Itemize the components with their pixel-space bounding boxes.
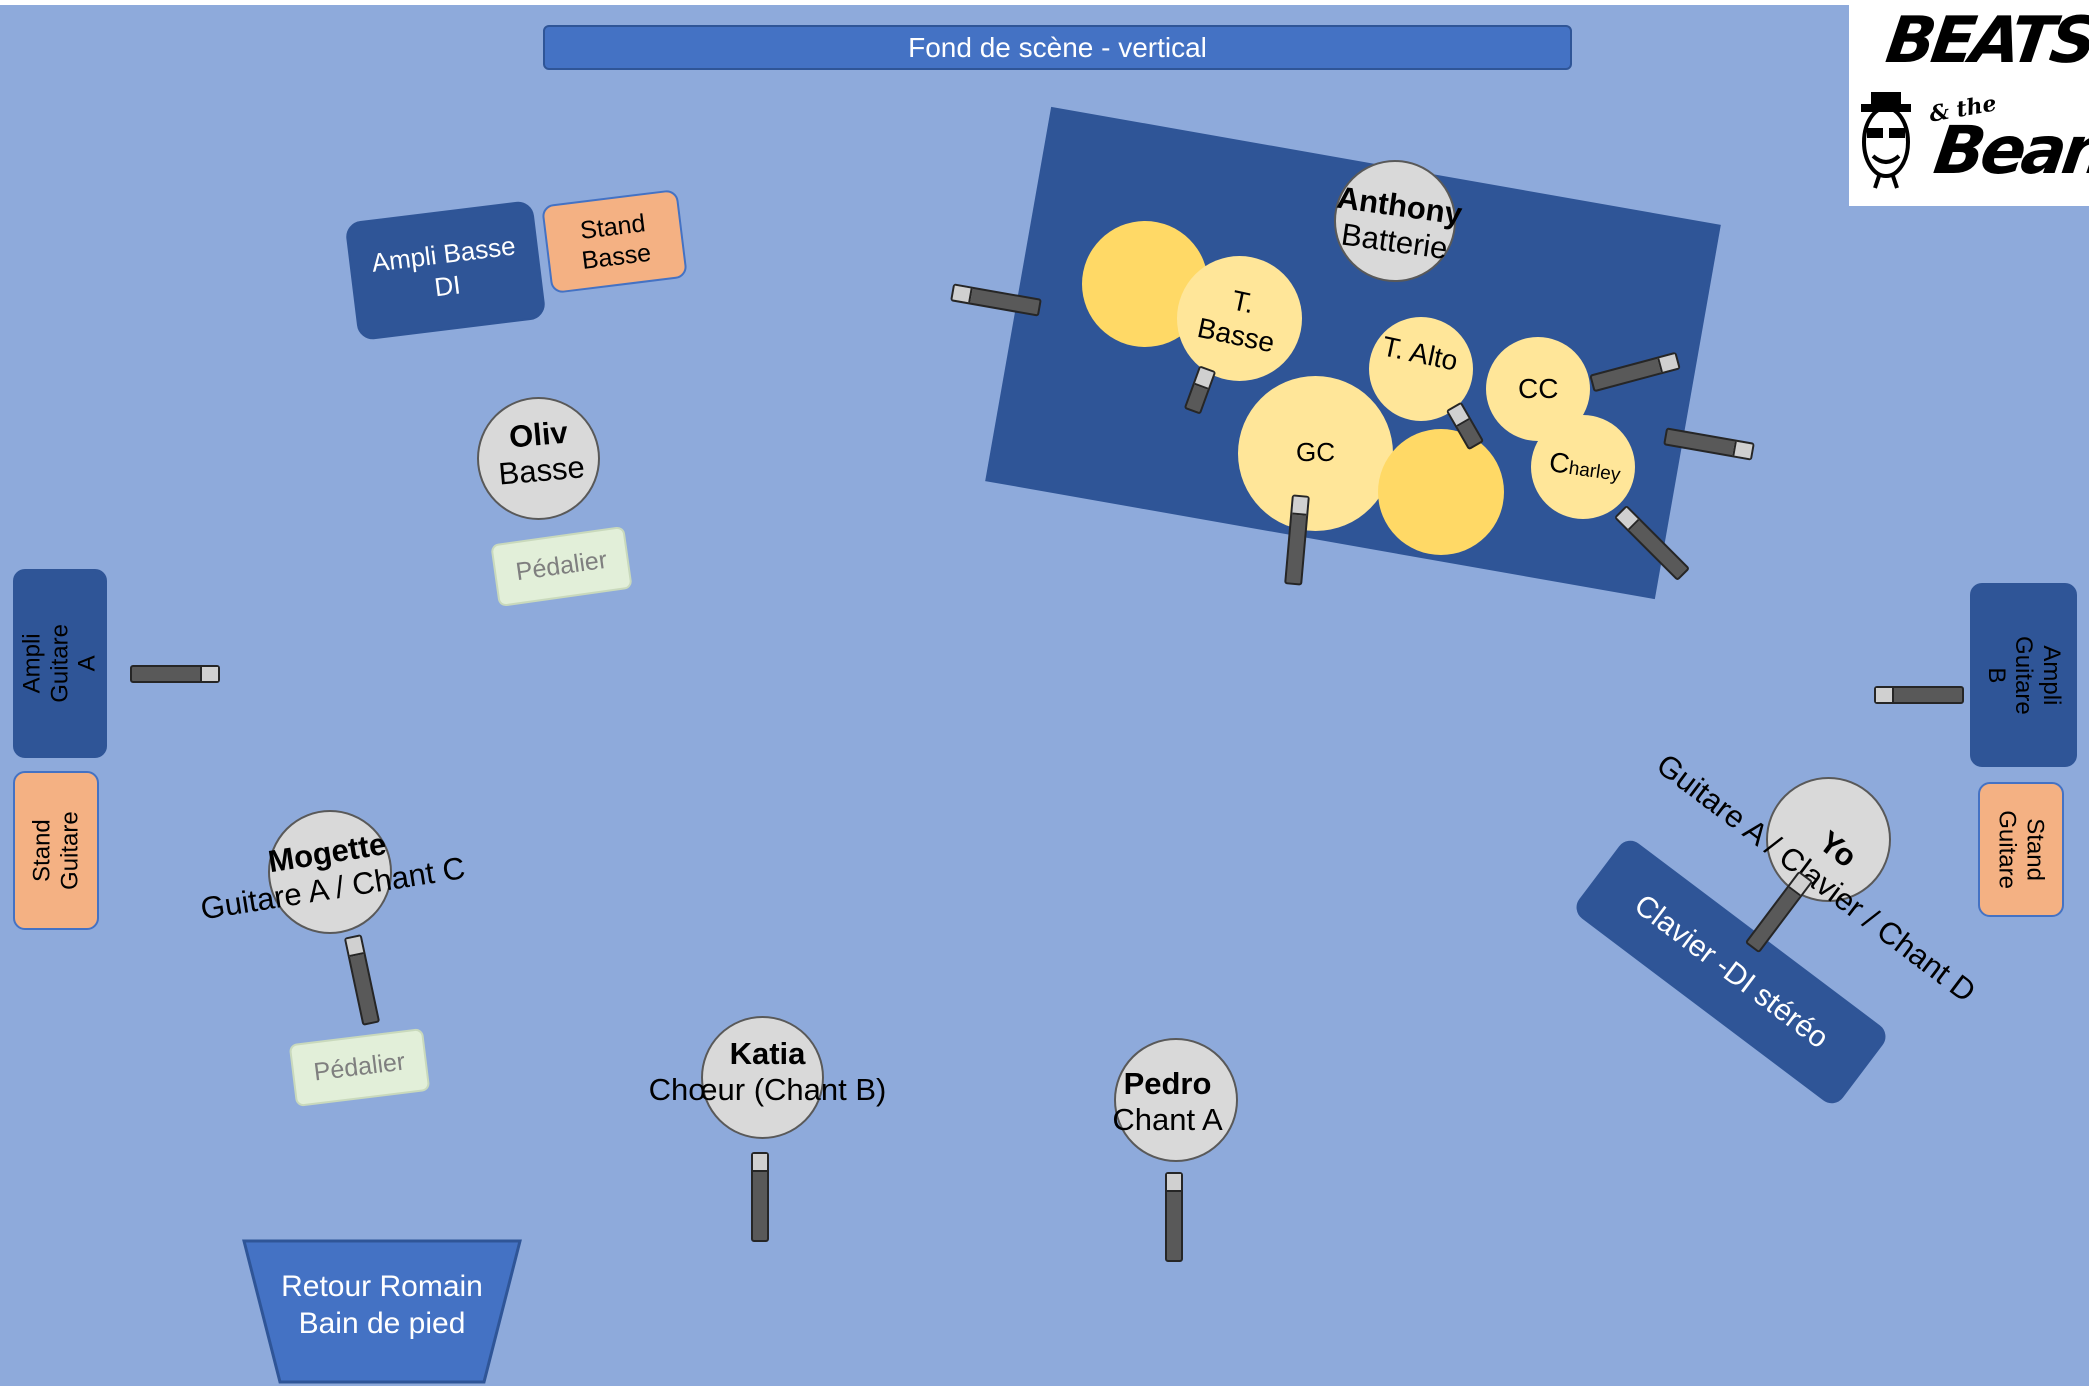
logo-text-beans: Beans <box>1929 112 2089 189</box>
microphone-yo <box>1744 870 1814 954</box>
beats-and-the-beans-logo: BEATS & the Beans <box>1849 0 2089 206</box>
musician-pedro-name: Pedro <box>1123 1066 1212 1101</box>
microphone-ampli-guitare-b <box>1874 686 1964 704</box>
musician-mogette-circle <box>268 810 392 934</box>
retour-romain-label: Retour Romain Bain de pied <box>281 1269 483 1341</box>
stand-basse-label: Stand Basse <box>578 208 653 275</box>
stage-plan: Fond de scène - vertical T. Basse T. Alt… <box>0 5 2089 1386</box>
microphone-katia <box>751 1152 769 1242</box>
stand-guitare-right-label: Stand Guitare <box>1994 810 2049 889</box>
stand-guitare-left-box: Stand Guitare <box>13 771 99 930</box>
musician-katia-circle <box>701 1016 824 1139</box>
musician-oliv-circle <box>477 397 600 520</box>
retour-romain-label-wrap: Retour Romain Bain de pied <box>250 1260 514 1350</box>
musician-yo-circle <box>1766 777 1891 902</box>
stage-backdrop-bar: Fond de scène - vertical <box>543 25 1572 70</box>
pedalier-oliv-label: Pédalier <box>514 545 609 587</box>
cymbal-charley <box>1531 415 1635 519</box>
microphone-pedro <box>1165 1172 1183 1262</box>
retour-wedge-shape <box>242 1239 522 1384</box>
ampli-basse-box: Ampli Basse DI <box>344 199 547 342</box>
stand-guitare-right-box: Stand Guitare <box>1978 782 2064 917</box>
ampli-guitare-b-box: Ampli Guitare B <box>1970 583 2077 767</box>
musician-katia-name: Katia <box>729 1036 806 1071</box>
microphone-ampli-guitare-a <box>130 665 220 683</box>
logo-mascot-icon <box>1857 90 1915 190</box>
musician-pedro-role: Chant A <box>1112 1101 1223 1137</box>
pedalier-mogette-label: Pédalier <box>312 1047 407 1087</box>
ampli-basse-label: Ampli Basse DI <box>369 230 518 302</box>
charley-rest: harley <box>1567 457 1622 486</box>
musician-oliv-label: Oliv Basse <box>467 411 613 494</box>
cymbal-unlabeled-right <box>1378 429 1504 555</box>
backdrop-label: Fond de scène - vertical <box>908 31 1207 63</box>
musician-pedro-circle <box>1114 1038 1238 1162</box>
cymbal-gc <box>1238 376 1393 531</box>
logo-text-beats: BEATS <box>1881 4 2089 78</box>
ampli-guitare-a-label: Ampli Guitare A <box>18 624 101 703</box>
musician-katia-role: Chœur (Chant B) <box>648 1071 887 1107</box>
ampli-guitare-a-box: Ampli Guitare A <box>13 569 107 758</box>
stand-guitare-left-label: Stand Guitare <box>28 811 83 890</box>
musician-anthony-circle <box>1334 160 1456 282</box>
drum-tom-basse <box>1177 256 1302 381</box>
ampli-guitare-b-label: Ampli Guitare B <box>1982 635 2065 715</box>
musician-katia-label: Katia Chœur (Chant B) <box>600 1036 935 1107</box>
musician-pedro-label: Pedro Chant A <box>1090 1066 1245 1137</box>
cymbal-gc-label: GC <box>1296 437 1335 467</box>
pedalier-oliv-box: Pédalier <box>490 525 633 608</box>
microphone-mogette <box>343 934 381 1026</box>
cymbal-cc-label: CC <box>1518 373 1559 404</box>
stand-basse-box: Stand Basse <box>541 188 688 295</box>
pedalier-mogette-box: Pédalier <box>288 1028 431 1107</box>
clavier-label: Clavier -DI stéréo <box>1628 888 1835 1056</box>
